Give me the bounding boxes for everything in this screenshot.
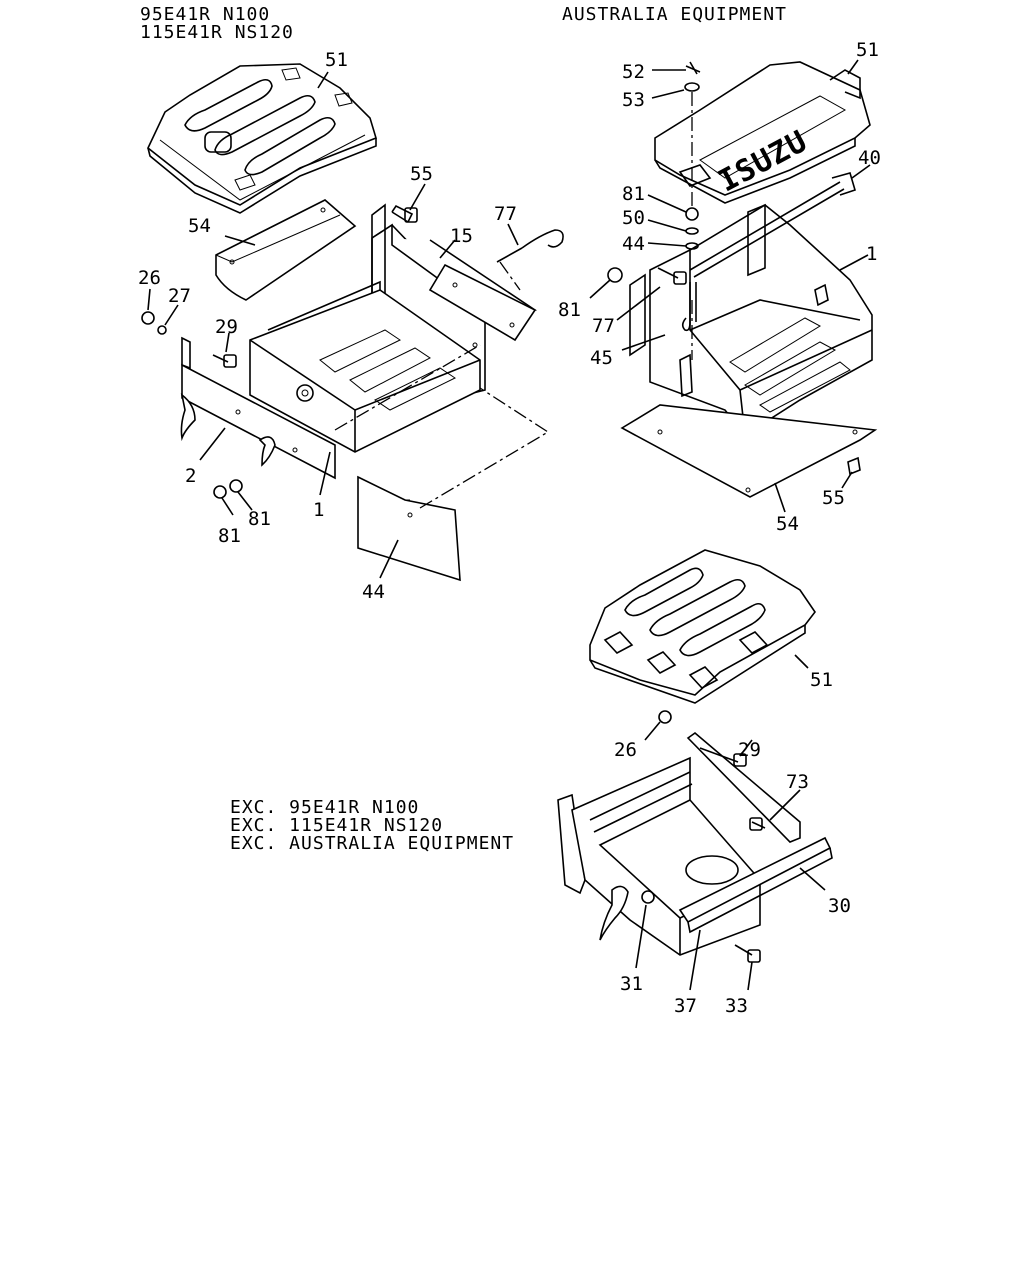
exc-line3: EXC. AUSTRALIA EQUIPMENT: [230, 833, 514, 854]
callout-40-right: 40: [858, 147, 881, 169]
bottom-battery-tray: [557, 731, 801, 956]
exc-line1: EXC. 95E41R N100: [230, 797, 419, 818]
right-shield-plate: [620, 404, 878, 498]
bottom-assembly: 51 26 29 73 30 31 37 33: [557, 549, 851, 1017]
callout-81-left-b: 81: [248, 508, 271, 530]
callout-45-right: 45: [590, 347, 613, 369]
callout-51-right: 51: [856, 39, 879, 61]
callout-29-left: 29: [215, 316, 238, 338]
callout-81-right: 81: [622, 183, 645, 205]
callout-1-right: 1: [866, 243, 877, 265]
callout-77-right: 77: [592, 315, 615, 337]
callout-26-left: 26: [138, 267, 161, 289]
callout-52-right: 52: [622, 61, 645, 83]
callout-50-right: 50: [622, 207, 645, 229]
callout-44-right: 44: [622, 233, 645, 255]
callout-30-bottom: 30: [828, 895, 851, 917]
callout-55-left: 55: [410, 163, 433, 185]
header-left-line1: 95E41R N100: [140, 4, 270, 25]
header-right: AUSTRALIA EQUIPMENT: [562, 4, 787, 25]
callout-77-left: 77: [494, 203, 517, 225]
callout-53-right: 53: [622, 89, 645, 111]
callout-2-left: 2: [185, 465, 196, 487]
callout-37-bottom: 37: [674, 995, 697, 1017]
callout-81-right-b: 81: [558, 299, 581, 321]
left-battery-cover: [147, 63, 377, 214]
callout-51-left: 51: [325, 49, 348, 71]
callout-15-left: 15: [450, 225, 473, 247]
callout-81-left-a: 81: [218, 525, 241, 547]
callout-29-bottom: 29: [738, 739, 761, 761]
left-shield-plate: [215, 199, 357, 301]
left-pad: [357, 475, 461, 582]
callout-54-right: 54: [776, 513, 799, 535]
exc-line2: EXC. 115E41R NS120: [230, 815, 443, 836]
callout-51-bottom: 51: [810, 669, 833, 691]
header-left-line2: 115E41R NS120: [140, 22, 294, 43]
right-battery-cover: ISUZU: [654, 61, 871, 204]
left-holddown-plate: [180, 336, 336, 480]
callout-27-left: 27: [168, 285, 191, 307]
callout-31-bottom: 31: [620, 973, 643, 995]
right-assembly: ISUZU: [558, 39, 881, 535]
callout-33-bottom: 33: [725, 995, 748, 1017]
right-battery-tray: [649, 203, 873, 437]
callout-44-left: 44: [362, 581, 385, 603]
callout-73-bottom: 73: [786, 771, 809, 793]
callout-54-left: 54: [188, 215, 211, 237]
left-assembly: 51 55 77 54 15 26 27 29 2 81 81 1 44: [138, 49, 564, 603]
callout-55-right: 55: [822, 487, 845, 509]
callout-1-left: 1: [313, 499, 324, 521]
callout-26-bottom: 26: [614, 739, 637, 761]
left-battery-tray: [249, 280, 481, 453]
bottom-battery-cover: [589, 549, 816, 704]
